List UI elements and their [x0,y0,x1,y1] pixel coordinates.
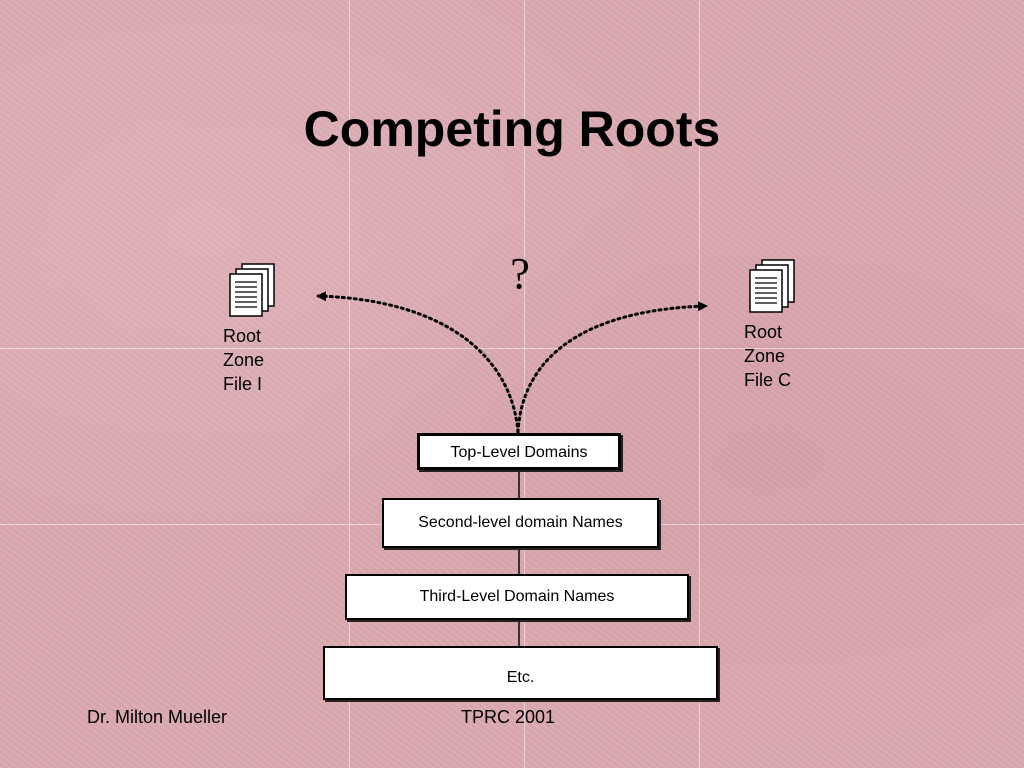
slide-title: Competing Roots [303,101,721,157]
box-label: Top-Level Domains [450,444,588,461]
etc-box: Etc. [323,646,718,700]
label-line: Zone [744,346,786,366]
box-label: Etc. [506,669,535,686]
background-tile-seam [699,0,700,768]
arrow-to-root-file-i [316,291,520,434]
footer-author: Dr. Milton Mueller [87,707,228,727]
background-tile-seam [0,348,1024,349]
second-level-domain-box: Second-level domain Names [382,498,659,548]
label-line: File C [744,370,792,390]
label-line: Root [223,326,262,346]
question-mark: ? [510,249,530,298]
third-level-domain-box: Third-Level Domain Names [345,574,689,620]
hierarchy-connector-line [518,470,520,648]
label-line: Root [744,322,783,342]
label-line: Zone [223,350,265,370]
background-tile-seam [524,0,525,768]
footer-event: TPRC 2001 [461,707,556,727]
root-zone-file-label: Root Zone File I [223,324,264,396]
arrow-to-root-file-c [516,301,708,434]
document-stack-icon [748,259,796,319]
box-label: Third-Level Domain Names [419,588,615,605]
background-tile-seam [349,0,350,768]
box-label: Second-level domain Names [418,514,623,531]
document-stack-icon [228,263,276,323]
label-line: File I [223,374,263,394]
root-zone-file-label: Root Zone File C [744,320,791,392]
top-level-domains-box: Top-Level Domains [417,433,621,470]
